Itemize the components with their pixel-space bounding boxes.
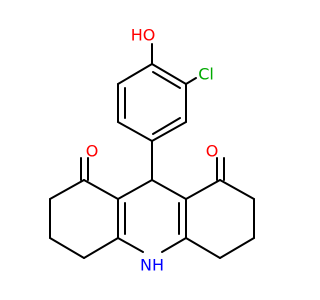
bond-left-ring-e [83,237,119,259]
bond-ring-top-right [151,63,187,85]
bond-chloro [185,77,197,85]
bond-right-ring-a [185,179,221,200]
bond-c9-right [151,179,187,200]
bond-ring-top-left [117,63,153,85]
bond-right-ring-b [219,179,255,200]
atom-label-ketone-left: O [86,142,99,161]
atom-label-hydroxyl: HO [131,26,156,45]
atom-label-ketone-right: O [206,142,219,161]
bond-left-to-n [117,237,144,253]
label-layer: HO Cl O O NH [86,26,219,275]
atom-label-chloro: Cl [198,65,214,84]
bond-left-ring-d [49,237,85,259]
bond-ring-bottom-left [117,121,153,142]
bond-c9-left [117,179,153,200]
atom-label-amine: NH [140,256,164,275]
bond-left-ring-a [83,179,119,200]
bond-ring-bottom-right [151,121,187,142]
bond-right-ring-e [185,237,221,259]
bond-right-to-n [161,237,187,253]
bond-right-ring-d [219,237,255,259]
molecule-diagram: HO Cl O O NH [49,26,255,275]
bond-left-ring-b [49,179,85,200]
bond-ring-inner-bottom [152,117,181,135]
bond-ring-inner-top [152,71,181,89]
bond-layer [49,43,255,259]
